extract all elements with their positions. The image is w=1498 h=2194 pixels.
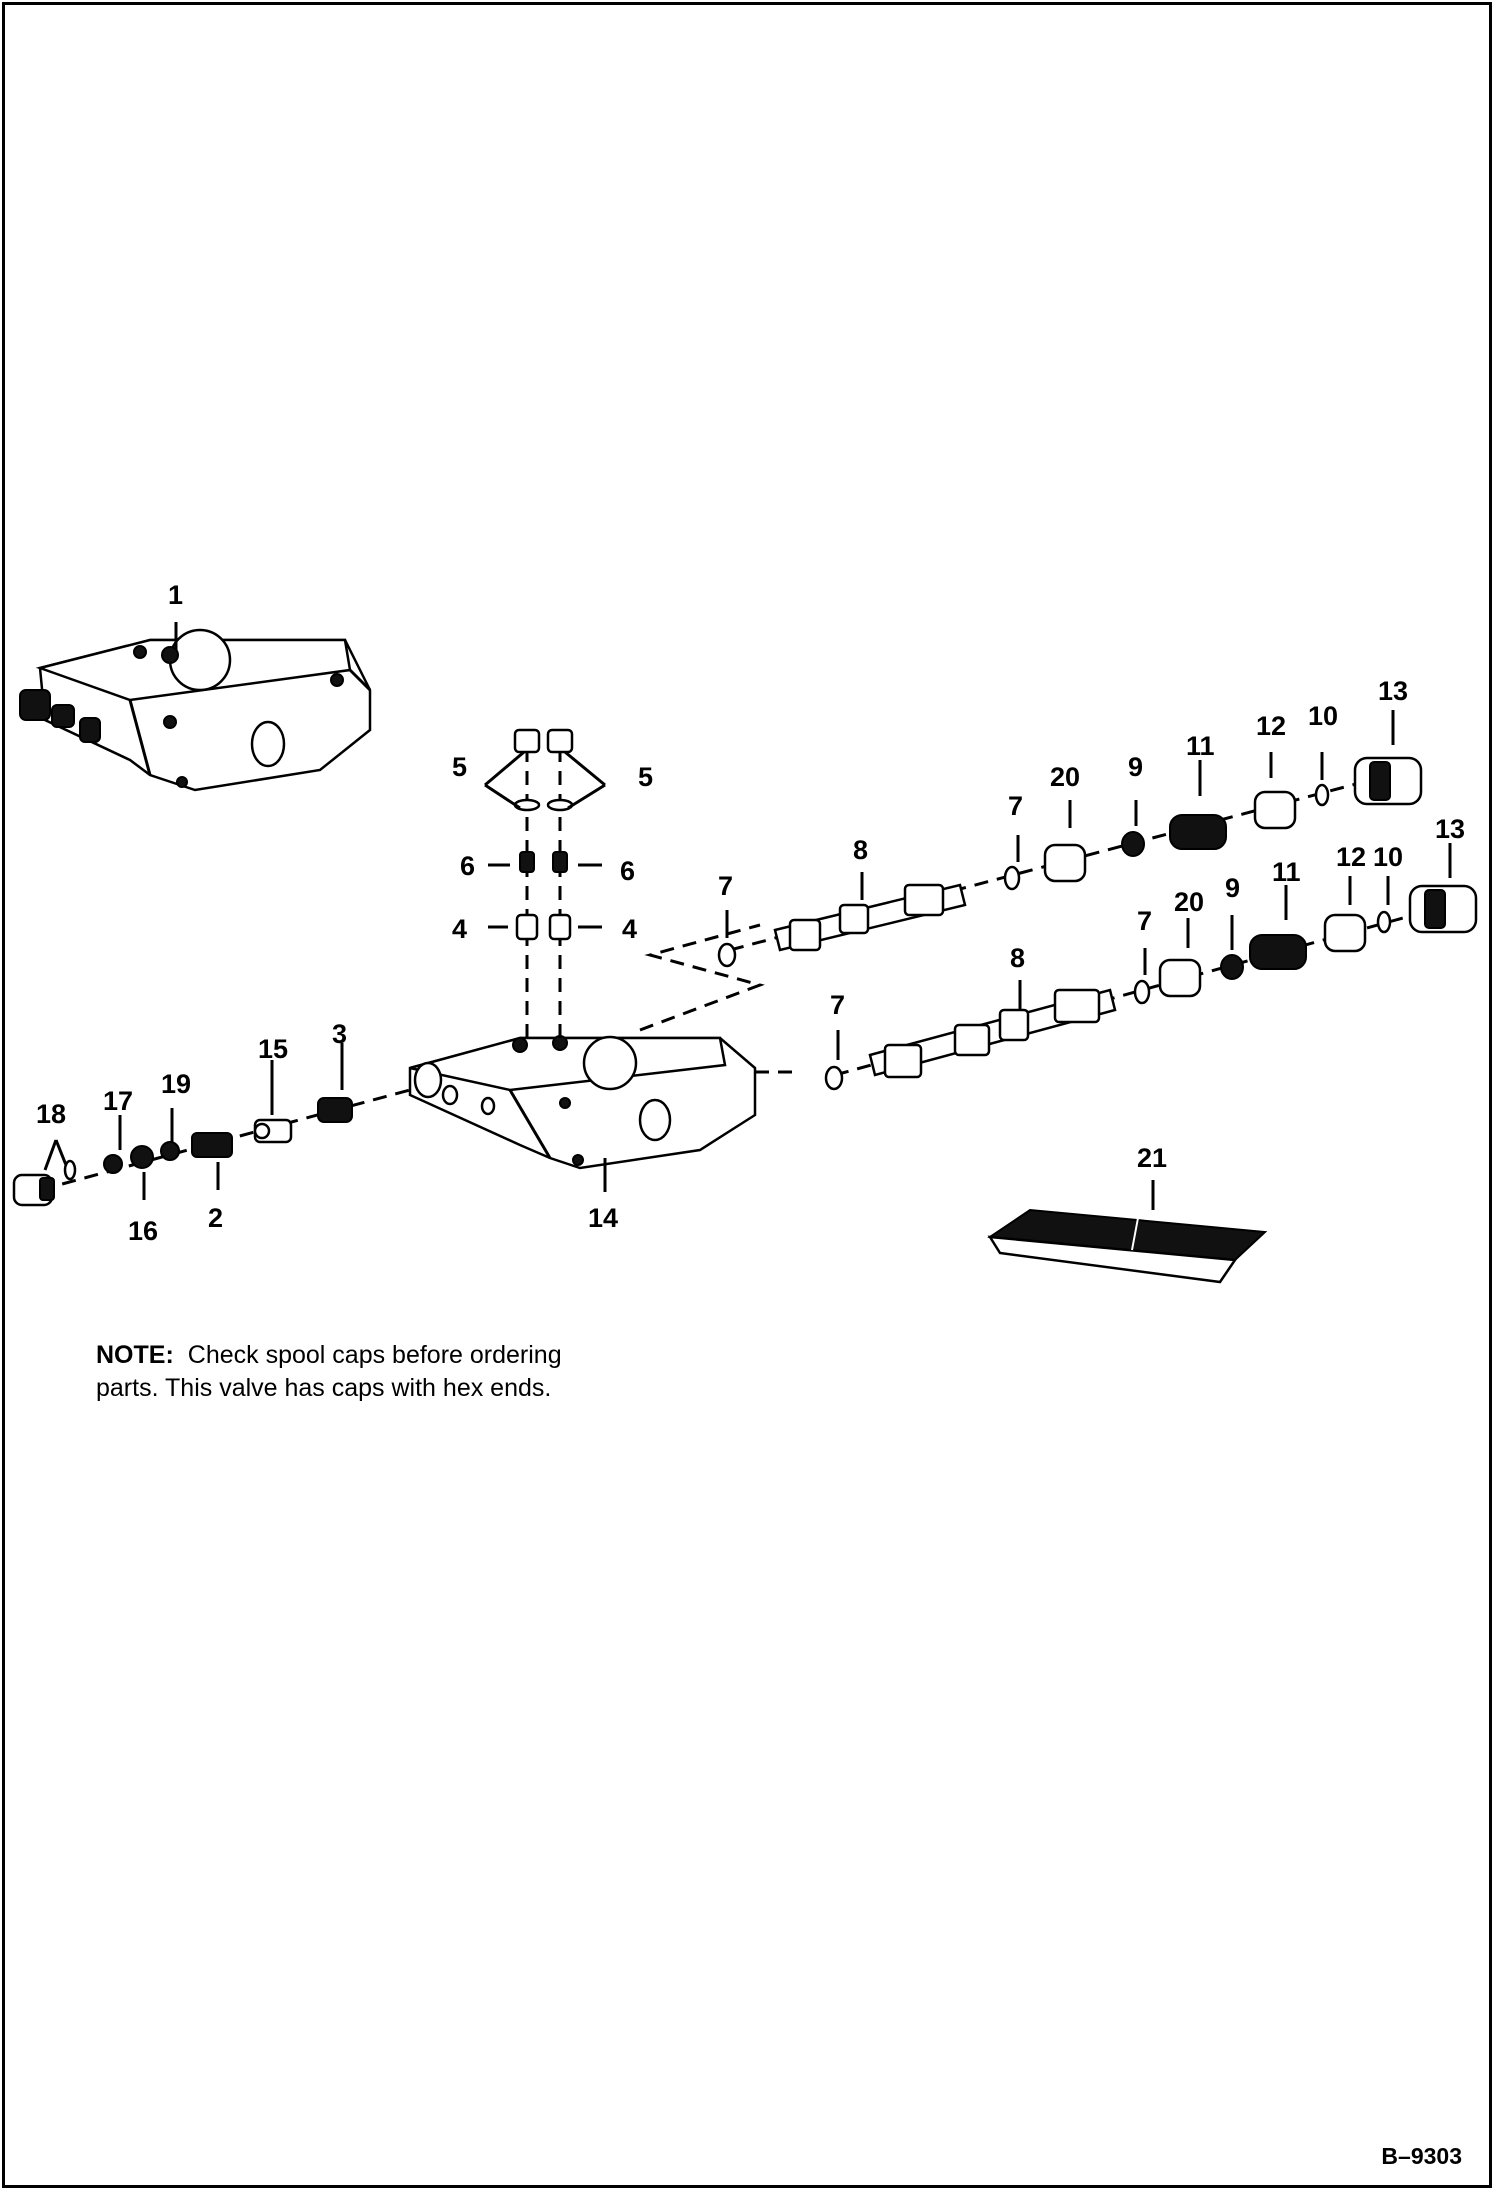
decal-illustration	[987, 1208, 1268, 1284]
connector-dash-upper	[639, 923, 765, 1032]
callout-20-upper: 20	[1050, 762, 1080, 792]
callout-12-lower: 12	[1336, 842, 1366, 872]
callout-labels: 1 2 3 4 4 5 5 6 6 7 7 7 7 8 8 9 9 10 10 …	[36, 580, 1465, 1246]
callout-1: 1	[168, 580, 183, 610]
callout-16: 16	[128, 1216, 158, 1246]
callout-7-d: 7	[1137, 906, 1152, 936]
callout-3: 3	[332, 1019, 347, 1049]
note-line-2: parts. This valve has caps with hex ends…	[96, 1374, 552, 1402]
note-line-1: Check spool caps before ordering	[187, 1341, 562, 1369]
callout-4-right: 4	[622, 914, 637, 944]
callout-10-lower: 10	[1373, 842, 1403, 872]
relief-valve-parts	[12, 1088, 411, 1207]
callout-9-upper: 9	[1128, 752, 1143, 782]
callout-19: 19	[161, 1069, 191, 1099]
lower-spool-row	[824, 884, 1478, 1091]
valve-body-illustration	[408, 1035, 757, 1170]
callout-2: 2	[208, 1203, 223, 1233]
callout-8-lower: 8	[1010, 943, 1025, 973]
vertical-stack-right	[546, 728, 574, 1045]
callout-13-upper: 13	[1378, 676, 1408, 706]
callout-5-left: 5	[452, 752, 467, 782]
callout-6-right: 6	[620, 856, 635, 886]
callout-20-lower: 20	[1174, 887, 1204, 917]
upper-spool-row	[717, 756, 1423, 968]
note-text: NOTE: Check spool caps before ordering pa…	[96, 1339, 696, 1405]
callout-4-left: 4	[452, 914, 467, 944]
callout-7-a: 7	[718, 871, 733, 901]
callout-9-lower: 9	[1225, 873, 1240, 903]
callout-21: 21	[1137, 1143, 1167, 1173]
valve-assembly-illustration	[19, 628, 372, 792]
callout-13-lower: 13	[1435, 814, 1465, 844]
callout-7-c: 7	[830, 990, 845, 1020]
callout-12-upper: 12	[1256, 711, 1286, 741]
reference-code: B–9303	[1381, 2143, 1462, 2169]
callout-10-upper: 10	[1308, 701, 1338, 731]
callout-15: 15	[258, 1034, 288, 1064]
callout-5-right: 5	[638, 762, 653, 792]
vertical-stack-left	[513, 728, 541, 1045]
leader-lines	[43, 622, 1452, 1210]
callout-11-lower: 11	[1272, 857, 1301, 887]
callout-8-upper: 8	[853, 835, 868, 865]
callout-7-b: 7	[1008, 791, 1023, 821]
callout-14: 14	[588, 1203, 618, 1233]
callout-6-left: 6	[460, 851, 475, 881]
callout-11-upper: 11	[1186, 731, 1215, 761]
note-label: NOTE:	[96, 1341, 174, 1369]
callout-18: 18	[36, 1099, 66, 1129]
callout-17: 17	[103, 1086, 133, 1116]
